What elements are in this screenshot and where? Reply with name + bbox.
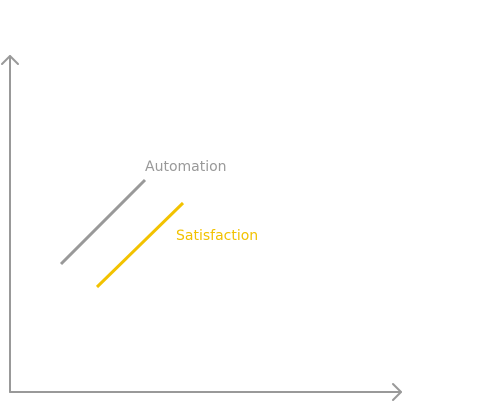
x-axis <box>9 383 402 401</box>
satisfaction-series: Satisfaction <box>95 201 258 289</box>
satisfaction-label: Satisfaction <box>176 228 258 244</box>
y-axis <box>1 55 19 393</box>
y-axis-arrowhead <box>1 55 19 65</box>
automation-line <box>59 178 147 266</box>
automation-series: Automation <box>59 159 227 266</box>
x-axis-arrowhead <box>392 383 402 401</box>
satisfaction-line <box>95 201 185 289</box>
automation-label: Automation <box>145 159 227 175</box>
